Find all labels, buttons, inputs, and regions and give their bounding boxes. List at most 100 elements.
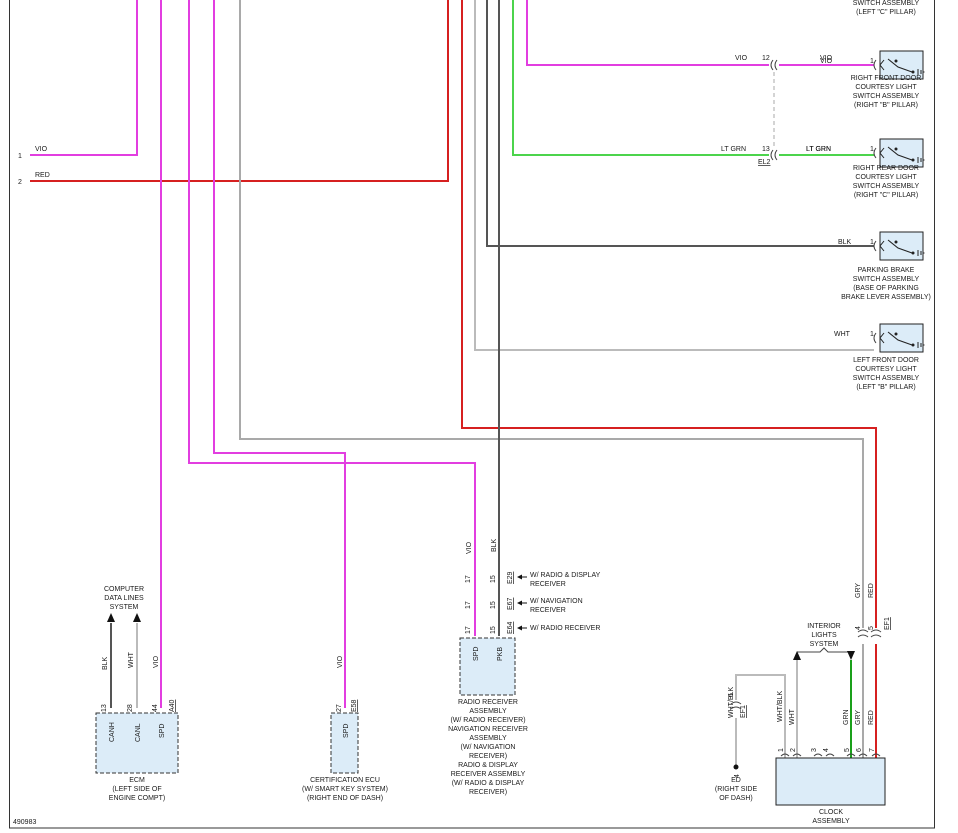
switch-name-line: LEFT FRONT DOOR: [853, 357, 919, 364]
clock-pin-num: 3: [811, 748, 818, 752]
svg-text:OF DASH): OF DASH): [719, 795, 752, 802]
svg-text:CLOCK: CLOCK: [819, 809, 843, 816]
svg-text:(RIGHT SIDE: (RIGHT SIDE: [715, 786, 758, 793]
radio-box: [459, 637, 516, 696]
left-pin1-wire: VIO: [35, 146, 48, 153]
switch-wire: WHT: [834, 331, 851, 338]
el2-left-wire-vio: VIO: [735, 55, 748, 62]
switch-name-line: COURTESY LIGHT: [855, 174, 917, 181]
switch-name-line: (BASE OF PARKING: [853, 285, 919, 292]
canl-arrow-icon: [133, 613, 141, 622]
svg-text:(RIGHT END OF DASH): (RIGHT END OF DASH): [307, 795, 383, 802]
svg-text:SYSTEM: SYSTEM: [810, 641, 839, 648]
svg-text:ECM: ECM: [129, 777, 145, 784]
canh-arrow-icon: [107, 613, 115, 622]
el2-pin-12: 12: [762, 55, 770, 62]
switch-name-line: SWITCH ASSEMBLY: [853, 183, 920, 190]
svg-text:RECEIVER: RECEIVER: [530, 581, 566, 588]
svg-text:(W/ SMART KEY SYSTEM): (W/ SMART KEY SYSTEM): [302, 786, 388, 793]
switch-pin: 1: [870, 331, 874, 338]
svg-text:17: 17: [465, 601, 472, 609]
wire-red-left-pin2: [30, 0, 449, 182]
ecm-pin-44: 44: [152, 704, 159, 712]
switch-name-line: COURTESY LIGHT: [855, 84, 917, 91]
clock-wire-red: RED: [868, 710, 875, 725]
clock-pin-num: 2: [790, 748, 797, 752]
switch-name-line: BRAKE LEVER ASSEMBLY): [841, 294, 931, 301]
svg-text:ASSEMBLY: ASSEMBLY: [812, 818, 850, 825]
svg-text:17: 17: [465, 575, 472, 583]
radio-pin-pkb: PKB: [497, 647, 504, 661]
ecm-pin-spd: SPD: [159, 724, 166, 738]
svg-text:COMPUTER: COMPUTER: [104, 586, 144, 593]
switch-0: SWITCH ASSEMBLY(LEFT "C" PILLAR): [853, 0, 920, 16]
svg-text:LIGHTS: LIGHTS: [811, 632, 837, 639]
el2-connector-vio: [770, 59, 778, 71]
svg-text:(LEFT SIDE OF: (LEFT SIDE OF: [112, 786, 161, 793]
ecm-connector-a40: A40: [169, 699, 176, 712]
wire-ltgrn-right-rear-door: [512, 0, 769, 156]
wire-vio-right-front-door: [526, 0, 769, 66]
wire-red-clock-b: [461, 0, 877, 628]
ill-plus-arrow-icon: [847, 651, 855, 660]
ecm-pin-canl: CANL: [135, 723, 142, 742]
switch-name-line: SWITCH ASSEMBLY: [853, 93, 920, 100]
clock-pin-num: 1: [778, 748, 785, 752]
switch-wire: BLK: [838, 239, 852, 246]
clock-pin-connector: [846, 753, 856, 757]
ground-dot-icon: [733, 764, 739, 770]
cert-pin-spd: SPD: [343, 724, 350, 738]
interior-brace: [797, 647, 851, 653]
radio-connector-rows: 17 15 E29 17 15 E67 17 15 E64: [465, 571, 514, 634]
ecm-pin-28: 28: [127, 704, 134, 712]
el2-pin-13: 13: [762, 146, 770, 153]
ecm-wire-wht: WHT: [128, 651, 135, 668]
ef1-label-left: EF1: [740, 705, 747, 718]
switch-box-icon: [879, 323, 924, 353]
clock-pin-connector: [871, 753, 881, 757]
switch-pin: 1: [870, 58, 874, 65]
left-pin2-wire: RED: [35, 172, 50, 179]
wire-vio-cert-spd: [213, 0, 346, 708]
clock-pin-num: 5: [844, 748, 851, 752]
switch-name-line: (RIGHT "B" PILLAR): [854, 102, 918, 109]
ef1-wire-red: RED: [868, 583, 875, 598]
clock-box: [775, 757, 886, 806]
ef1-pin-5: 5: [868, 626, 875, 630]
switch-name-line: (RIGHT "C" PILLAR): [854, 192, 918, 199]
cert-ecu-name: CERTIFICATION ECU (W/ SMART KEY SYSTEM) …: [302, 777, 388, 802]
radio-name-line: NAVIGATION RECEIVER: [448, 726, 528, 733]
switch-name-line: SWITCH ASSEMBLY: [853, 0, 920, 7]
ecm-name: ECM (LEFT SIDE OF ENGINE COMPT): [109, 777, 165, 802]
switch-wire: LT GRN: [806, 146, 831, 153]
radio-name-line: (W/ RADIO RECEIVER): [450, 717, 525, 724]
arrow-left-icon: [517, 574, 522, 580]
switch-box-icon: [879, 231, 924, 261]
ecm-pin-canh: CANH: [109, 722, 116, 742]
radio-name-line: ASSEMBLY: [469, 735, 507, 742]
switch-1: 1 VIO RIGHT FRONT DOOR COURTESY LIGHT SWITCH…: [820, 50, 925, 109]
clock-pin-num: 6: [856, 748, 863, 752]
ecm-wire-vio: VIO: [153, 655, 160, 668]
wire-blk-parking-brake: [486, 0, 874, 247]
ecm-wire-blk: BLK: [102, 656, 109, 670]
switch-wire: VIO: [820, 58, 833, 65]
ef1-wire-gry: GRY: [855, 583, 862, 598]
ground-ed-name: ED (RIGHT SIDE OF DASH): [715, 777, 758, 802]
interior-lights-label: INTERIOR LIGHTS SYSTEM: [807, 623, 840, 648]
el2-right-wire-vio: VIO: [820, 55, 833, 62]
radio-name-line: (W/ NAVIGATION: [461, 744, 516, 751]
clock-name: CLOCK ASSEMBLY: [812, 809, 850, 825]
wire-vio-left-pin1: [30, 0, 138, 156]
svg-text:15: 15: [490, 575, 497, 583]
svg-text:ED: ED: [731, 777, 741, 784]
clock-pin-num: 7: [869, 748, 876, 752]
cert-pin-27: 27: [336, 704, 343, 712]
svg-text:ENGINE COMPT): ENGINE COMPT): [109, 795, 165, 802]
svg-text:DATA LINES: DATA LINES: [104, 595, 144, 602]
switch-name-line: RIGHT FRONT DOOR: [851, 75, 922, 82]
